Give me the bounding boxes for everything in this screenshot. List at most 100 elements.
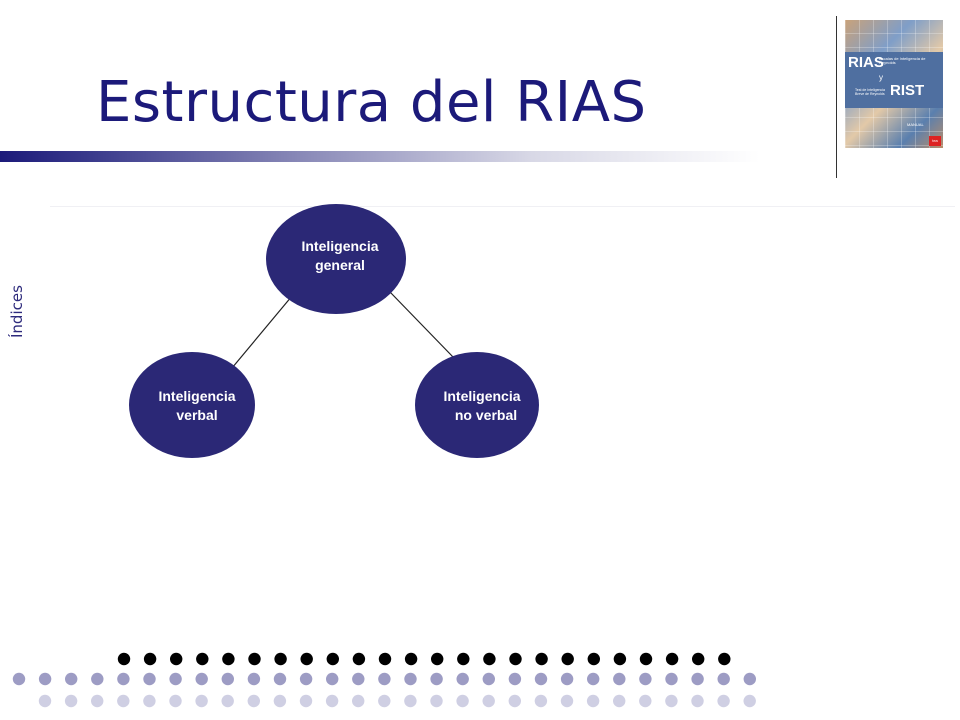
cover-brand-rist: RIST <box>890 82 925 99</box>
dot-light <box>247 694 260 708</box>
cover-manual-label: MANUAL <box>907 122 924 127</box>
dot-mid <box>169 672 182 686</box>
dot-dark <box>718 652 731 666</box>
dot-mid <box>691 672 704 686</box>
dot-light <box>560 694 574 708</box>
dot-dark <box>457 652 470 666</box>
publisher-logo: tea <box>929 136 941 146</box>
slide-title: Estructura del RIAS <box>96 70 647 135</box>
dot-mid <box>404 672 417 686</box>
dot-light <box>378 694 391 708</box>
dot-mid <box>430 672 443 686</box>
dot-mid <box>717 672 730 686</box>
node-no-verbal: Inteligencia no verbal <box>415 352 539 458</box>
dot-dark <box>170 652 183 666</box>
dot-mid <box>378 672 391 686</box>
dot-mid <box>534 672 548 686</box>
node-verbal-line1: Inteligencia <box>158 388 235 404</box>
dot-dark <box>431 652 444 666</box>
dot-light <box>743 694 756 708</box>
vertical-divider <box>836 16 837 178</box>
dot-mid <box>117 672 130 686</box>
content-divider <box>50 206 955 207</box>
dot-light <box>404 694 417 708</box>
node-general: Inteligencia general <box>266 204 406 314</box>
cover-connector: y <box>879 73 883 82</box>
dot-light <box>221 694 234 708</box>
node-verbal-line2: verbal <box>176 407 217 423</box>
dot-mid <box>195 672 208 686</box>
dot-dark <box>692 652 705 666</box>
connector-root-left <box>231 295 293 369</box>
dot-mid <box>743 672 756 686</box>
dot-dark <box>274 652 287 666</box>
dot-dark <box>222 652 235 666</box>
dot-mid <box>456 672 469 686</box>
dot-light <box>64 694 78 708</box>
node-no-verbal-shape <box>415 352 539 458</box>
dot-mid <box>273 672 287 686</box>
dot-dark <box>404 652 418 666</box>
dot-light <box>325 694 339 708</box>
title-underline-bar <box>0 151 760 162</box>
dot-dark <box>196 652 209 666</box>
dot-mid <box>12 672 26 686</box>
dot-mid <box>613 672 626 686</box>
dot-light <box>482 694 495 708</box>
dot-dark <box>561 652 574 666</box>
dot-mid <box>560 672 574 686</box>
node-general-line1: Inteligencia <box>301 238 378 254</box>
dot-mid <box>508 672 522 686</box>
cover-rist-subtitle: Test de Inteligencia Breve de Reynolds <box>855 88 885 96</box>
dot-light <box>665 694 678 708</box>
cover-brand-rias: RIAS <box>848 54 884 71</box>
dot-light <box>586 694 600 708</box>
dot-mid <box>91 672 104 686</box>
dot-light <box>195 694 208 708</box>
dot-dark <box>248 652 261 666</box>
node-no-verbal-line2: no verbal <box>455 407 517 423</box>
dot-light <box>456 694 469 708</box>
manual-cover-image: RIAS Escalas de Inteligencia de Reynolds… <box>845 20 943 148</box>
dot-light <box>534 694 548 708</box>
node-general-line2: general <box>315 257 365 273</box>
dot-light <box>717 694 730 708</box>
dot-light <box>639 694 652 708</box>
dot-mid <box>326 672 339 686</box>
dot-mid <box>65 672 78 686</box>
dot-dark <box>613 652 627 666</box>
dot-mid <box>352 672 365 686</box>
dot-light <box>143 694 156 708</box>
node-verbal: Inteligencia verbal <box>129 352 255 458</box>
dot-dark <box>300 652 313 666</box>
dot-light <box>169 694 182 708</box>
dot-light <box>352 694 365 708</box>
dot-dark <box>509 652 522 666</box>
dot-mid <box>143 672 156 686</box>
dot-light <box>299 694 313 708</box>
dot-mid <box>665 672 678 686</box>
node-verbal-shape <box>129 352 255 458</box>
dot-light <box>430 694 443 708</box>
dot-light <box>38 694 52 708</box>
dot-light <box>691 694 704 708</box>
dot-dark <box>378 652 392 666</box>
dot-mid <box>639 672 652 686</box>
dot-dark <box>352 652 366 666</box>
node-general-shape <box>266 204 406 314</box>
dot-dark <box>483 652 496 666</box>
dot-dark <box>117 652 131 666</box>
dot-light <box>91 694 104 708</box>
dot-light <box>117 694 130 708</box>
connector-root-right <box>389 291 455 359</box>
dot-mid <box>247 672 261 686</box>
dot-dark <box>143 652 157 666</box>
dot-dark <box>535 652 548 666</box>
dot-dark <box>639 652 653 666</box>
dot-mid <box>482 672 495 686</box>
dot-dark <box>326 652 339 666</box>
dot-dark <box>587 652 600 666</box>
dot-mid <box>587 672 600 686</box>
dot-mid <box>221 672 234 686</box>
